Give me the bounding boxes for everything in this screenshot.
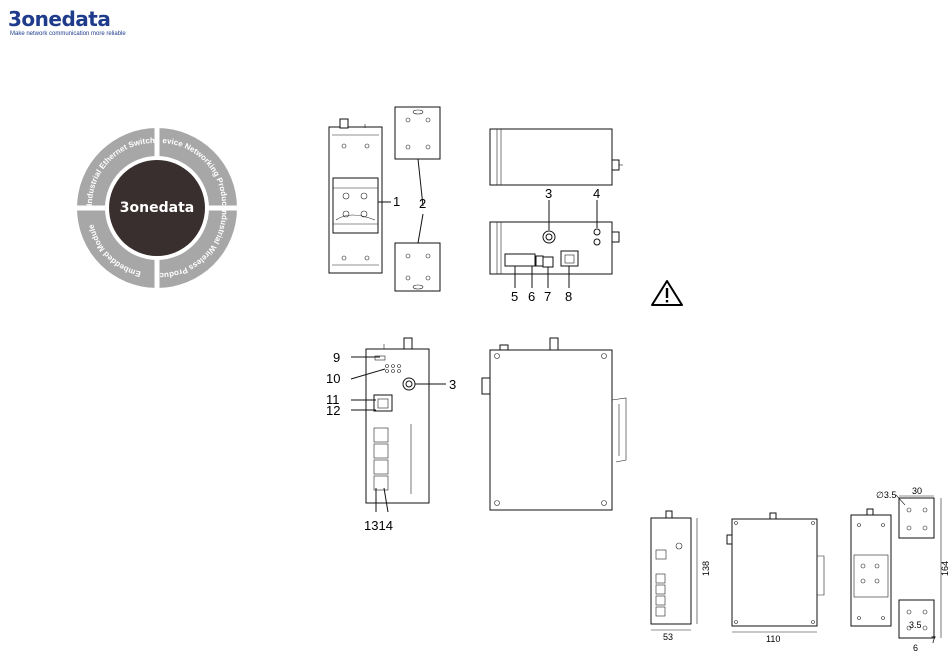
callout-2: 2 — [419, 196, 426, 211]
wheel-center-label: 3onedata — [120, 200, 194, 216]
callout-7: 7 — [544, 289, 551, 304]
callout-4: 4 — [593, 186, 600, 201]
dim-bracket-width: 30 — [912, 486, 922, 496]
side-view — [482, 338, 626, 510]
callout-10: 10 — [326, 371, 340, 386]
dimension-rear: 30 ∅3.5 164 3.5 6 7 — [851, 486, 950, 653]
callout-5: 5 — [511, 289, 518, 304]
dim-width-front: 53 — [663, 632, 673, 642]
dim-depth-side: 110 — [766, 634, 780, 644]
callout-1: 1 — [393, 194, 400, 209]
top-view — [490, 129, 623, 185]
dimension-side: 110 — [727, 513, 824, 644]
dim-hole-top: ∅3.5 — [876, 490, 896, 500]
bottom-view: 3 4 5 6 7 8 — [490, 186, 619, 304]
dim-height-front: 138 — [701, 561, 711, 576]
callout-12: 12 — [326, 403, 340, 418]
dim-bottom-6: 6 — [913, 643, 918, 653]
callout-9: 9 — [333, 350, 340, 365]
callout-3-front: 3 — [449, 377, 456, 392]
warning-triangle-icon — [652, 281, 682, 305]
dim-bottom-7: 7 — [931, 635, 936, 645]
dim-hole-bottom: 3.5 — [909, 620, 922, 630]
product-wheel: 3onedata Industrial Ethernet Switch Devi… — [0, 0, 241, 292]
callout-8: 8 — [565, 289, 572, 304]
wall-mount-brackets: 2 — [395, 107, 440, 291]
callout-13-14: 1314 — [364, 518, 393, 533]
din-rail-view: 1 — [329, 119, 400, 273]
callout-3-top: 3 — [545, 186, 552, 201]
front-panel-view: 9 10 11 12 3 1314 — [326, 338, 456, 533]
callout-6: 6 — [528, 289, 535, 304]
dimension-front: 53 138 — [651, 511, 711, 642]
dim-height-rear: 164 — [940, 561, 950, 576]
